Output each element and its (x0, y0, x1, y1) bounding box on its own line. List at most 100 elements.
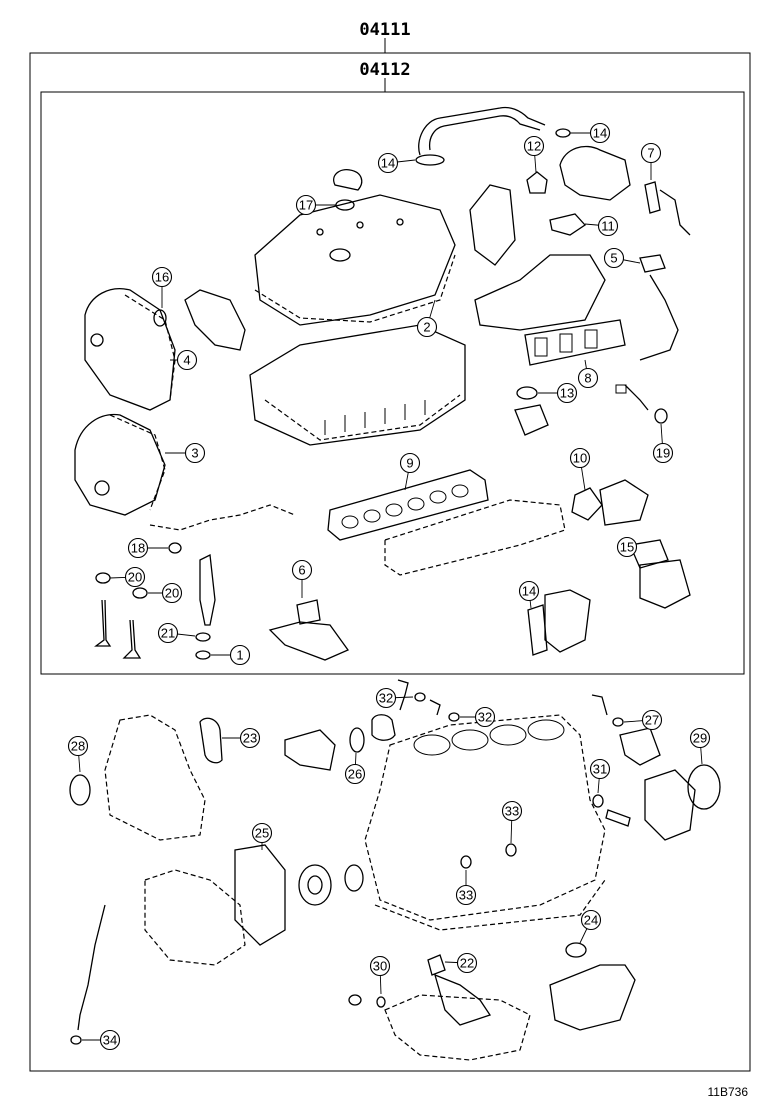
callout-circle[interactable] (99, 1029, 121, 1051)
callout-11[interactable]: 11 (584, 215, 619, 237)
callout-34[interactable]: 34 (82, 1029, 121, 1051)
callout-circle[interactable] (344, 763, 366, 785)
callout-circle[interactable] (603, 247, 625, 269)
gasket-23 (199, 717, 223, 764)
callout-13[interactable]: 13 (538, 382, 578, 404)
kit-code-inner[interactable]: 04112 (359, 60, 410, 80)
callout-25[interactable]: 25 (251, 822, 273, 851)
callout-circle[interactable] (652, 442, 674, 464)
callout-1[interactable]: 1 (211, 644, 251, 666)
callout-26[interactable]: 26 (344, 752, 366, 785)
callout-6[interactable]: 6 (291, 559, 313, 599)
turbo-housing (559, 145, 631, 201)
callout-4[interactable]: 4 (170, 349, 198, 371)
callout-19[interactable]: 19 (652, 423, 674, 464)
callout-22[interactable]: 22 (444, 952, 478, 974)
callout-number: 18 (131, 541, 145, 556)
callout-15[interactable]: 15 (616, 536, 638, 558)
timing-cover-lower (104, 714, 206, 841)
callout-circle[interactable] (229, 644, 251, 666)
water-outlet-10 (599, 479, 649, 526)
callout-circle[interactable] (251, 822, 273, 844)
callout-circle[interactable] (597, 215, 619, 237)
callout-5[interactable]: 5 (603, 247, 641, 269)
callout-circle[interactable] (399, 452, 421, 474)
callout-circle[interactable] (589, 758, 611, 780)
kit-code-outer[interactable]: 04111 (359, 20, 410, 40)
callout-circle[interactable] (176, 349, 198, 371)
callout-2[interactable]: 2 (416, 299, 438, 338)
callout-32[interactable]: 32 (375, 687, 414, 709)
head-ports (324, 400, 426, 435)
callout-circle[interactable] (127, 537, 149, 559)
callout-circle[interactable] (641, 709, 663, 731)
retainer (644, 769, 696, 841)
callout-31[interactable]: 31 (589, 758, 611, 794)
callout-circle[interactable] (377, 152, 399, 174)
oil-pan-gasket (374, 879, 606, 931)
callout-number: 8 (584, 371, 591, 386)
callout-16[interactable]: 16 (151, 266, 173, 309)
callout-28[interactable]: 28 (67, 735, 89, 773)
callout-number: 32 (379, 691, 393, 706)
callout-30[interactable]: 30 (369, 955, 391, 995)
callout-circle[interactable] (577, 367, 599, 389)
callout-14[interactable]: 14 (570, 122, 611, 144)
callout-circle[interactable] (239, 727, 261, 749)
callout-circle[interactable] (518, 580, 540, 602)
oil-filter (549, 964, 636, 1031)
callout-circle[interactable] (416, 316, 438, 338)
egr-pipe (418, 106, 546, 156)
gasket-15 (629, 539, 669, 569)
callout-circle[interactable] (640, 142, 662, 164)
callout-circle[interactable] (295, 194, 317, 216)
callout-circle[interactable] (151, 266, 173, 288)
callout-14[interactable]: 14 (518, 580, 540, 609)
callout-circle[interactable] (369, 955, 391, 977)
callout-circle[interactable] (184, 442, 206, 464)
callout-circle[interactable] (474, 706, 496, 728)
callout-circle[interactable] (556, 382, 578, 404)
callout-circle[interactable] (589, 122, 611, 144)
callout-number: 11 (601, 219, 615, 234)
callout-18[interactable]: 18 (127, 537, 169, 559)
callout-circle[interactable] (67, 735, 89, 757)
callout-8[interactable]: 8 (577, 359, 599, 389)
callout-12[interactable]: 12 (523, 135, 545, 173)
dipstick-34 (77, 904, 106, 1031)
callout-9[interactable]: 9 (399, 452, 421, 491)
callout-circle[interactable] (456, 952, 478, 974)
callout-29[interactable]: 29 (689, 727, 711, 765)
callout-circle[interactable] (157, 622, 179, 644)
callout-14[interactable]: 14 (377, 152, 416, 174)
callout-23[interactable]: 23 (222, 727, 261, 749)
callout-circle[interactable] (580, 909, 602, 931)
callout-7[interactable]: 7 (640, 142, 662, 181)
callout-circle[interactable] (124, 566, 146, 588)
strainer (434, 973, 492, 1026)
callout-circle[interactable] (455, 884, 477, 906)
callout-circle[interactable] (569, 447, 591, 469)
callout-circle[interactable] (161, 582, 183, 604)
drive-hub (371, 714, 396, 741)
cover-bolt (396, 218, 404, 226)
callout-27[interactable]: 27 (623, 709, 663, 731)
callout-24[interactable]: 24 (579, 909, 602, 944)
callout-20[interactable]: 20 (148, 582, 183, 604)
callout-circle[interactable] (523, 135, 545, 157)
callout-33[interactable]: 33 (501, 800, 523, 844)
callout-21[interactable]: 21 (157, 622, 196, 644)
callout-32[interactable]: 32 (460, 706, 496, 728)
callout-circle[interactable] (501, 800, 523, 822)
callout-20[interactable]: 20 (109, 566, 146, 588)
callout-number: 27 (645, 713, 659, 728)
callout-10[interactable]: 10 (569, 447, 591, 491)
callout-17[interactable]: 17 (295, 194, 337, 216)
callout-circle[interactable] (616, 536, 638, 558)
callout-circle[interactable] (375, 687, 397, 709)
callout-circle[interactable] (689, 727, 711, 749)
callout-number: 33 (459, 888, 473, 903)
callout-circle[interactable] (291, 559, 313, 581)
callout-3[interactable]: 3 (165, 442, 206, 464)
callout-33[interactable]: 33 (455, 870, 477, 906)
